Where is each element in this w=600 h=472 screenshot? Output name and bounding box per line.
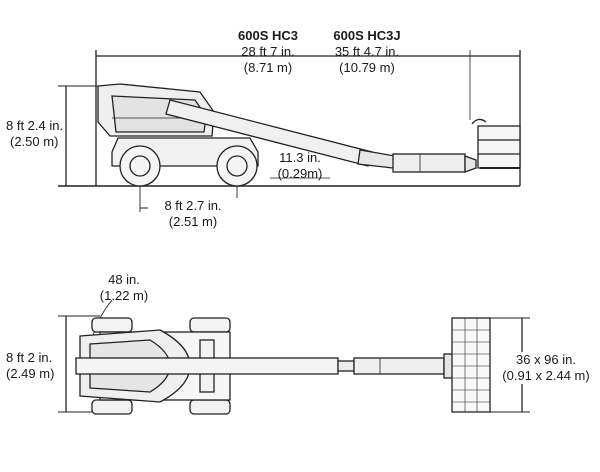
- height-m-label: (2.50 m): [10, 134, 59, 149]
- width-m-label: (2.49 m): [6, 366, 55, 381]
- width-ft-label: 8 ft 2 in.: [6, 350, 53, 365]
- side-platform: [471, 118, 521, 169]
- turn-m-label: (1.22 m): [99, 288, 149, 303]
- clearance-m-label: (0.29m): [277, 166, 323, 181]
- hc3j-length-ft: 35 ft 4.7 in.: [334, 44, 400, 59]
- platform-size-m-label: (0.91 x 2.44 m): [496, 368, 596, 384]
- turn-in-label: 48 in.: [108, 272, 140, 287]
- top-wheels: [91, 317, 231, 415]
- hc3-length-m: (8.71 m): [243, 60, 293, 75]
- side-front-wheel: [119, 145, 161, 187]
- wheelbase-ft-label: 8 ft 2.7 in.: [148, 198, 238, 214]
- platform-size-in-label: 36 x 96 in.: [496, 352, 596, 368]
- top-platform: [451, 317, 491, 413]
- clearance-in-label: 11.3 in.: [279, 150, 321, 165]
- model-hc3j-label: 600S HC3J: [333, 28, 401, 43]
- hc3j-length-m: (10.79 m): [339, 60, 395, 75]
- wheelbase-m-label: (2.51 m): [168, 214, 218, 229]
- side-rear-wheel: [216, 145, 258, 187]
- height-ft-label: 8 ft 2.4 in.: [6, 118, 64, 133]
- model-hc3-label: 600S HC3: [238, 28, 298, 43]
- hc3-length-ft: 28 ft 7 in.: [241, 44, 295, 59]
- side-boom: [165, 99, 477, 173]
